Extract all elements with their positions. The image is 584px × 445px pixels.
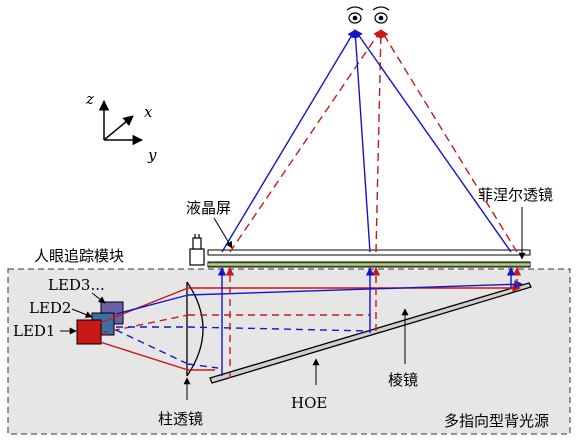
blue-upward-rays — [217, 267, 516, 376]
red-backlight-rays — [99, 283, 521, 371]
axis-x-label: x — [144, 103, 153, 121]
led3-pointer — [91, 292, 106, 304]
axis-z-label: z — [85, 90, 94, 108]
cylindrical-lens — [186, 281, 204, 377]
axis-arrows-icon — [98, 99, 144, 146]
cyl-lens-label: 柱透镜 — [158, 410, 203, 428]
fresnel-label: 菲涅尔透镜 — [478, 186, 553, 204]
led2-pointer — [71, 308, 93, 318]
lcd-label: 液晶屏 — [186, 199, 231, 217]
axis-y-label: y — [147, 146, 157, 164]
blue-backlight-rays — [115, 280, 523, 369]
led1-source — [76, 319, 102, 345]
led3-label: LED3... — [48, 276, 105, 294]
led1-label: LED1 — [13, 322, 55, 340]
lcd-pointer — [213, 217, 233, 249]
backlight-label: 多指向型背光源 — [444, 412, 549, 430]
hoe-label: HOE — [291, 394, 327, 412]
camera-icon — [189, 234, 205, 266]
red-rays-to-eye — [229, 29, 518, 253]
lcd-panel — [207, 249, 531, 256]
red-upward-rays — [225, 267, 522, 378]
blue-rays-to-eye — [221, 29, 512, 253]
prism-label: 棱镜 — [388, 371, 418, 389]
eye-icon-red — [372, 6, 390, 24]
eye-tracking-label: 人眼追踪模块 — [34, 247, 124, 265]
eye-icon-blue — [346, 6, 364, 24]
led2-label: LED2 — [29, 299, 71, 317]
